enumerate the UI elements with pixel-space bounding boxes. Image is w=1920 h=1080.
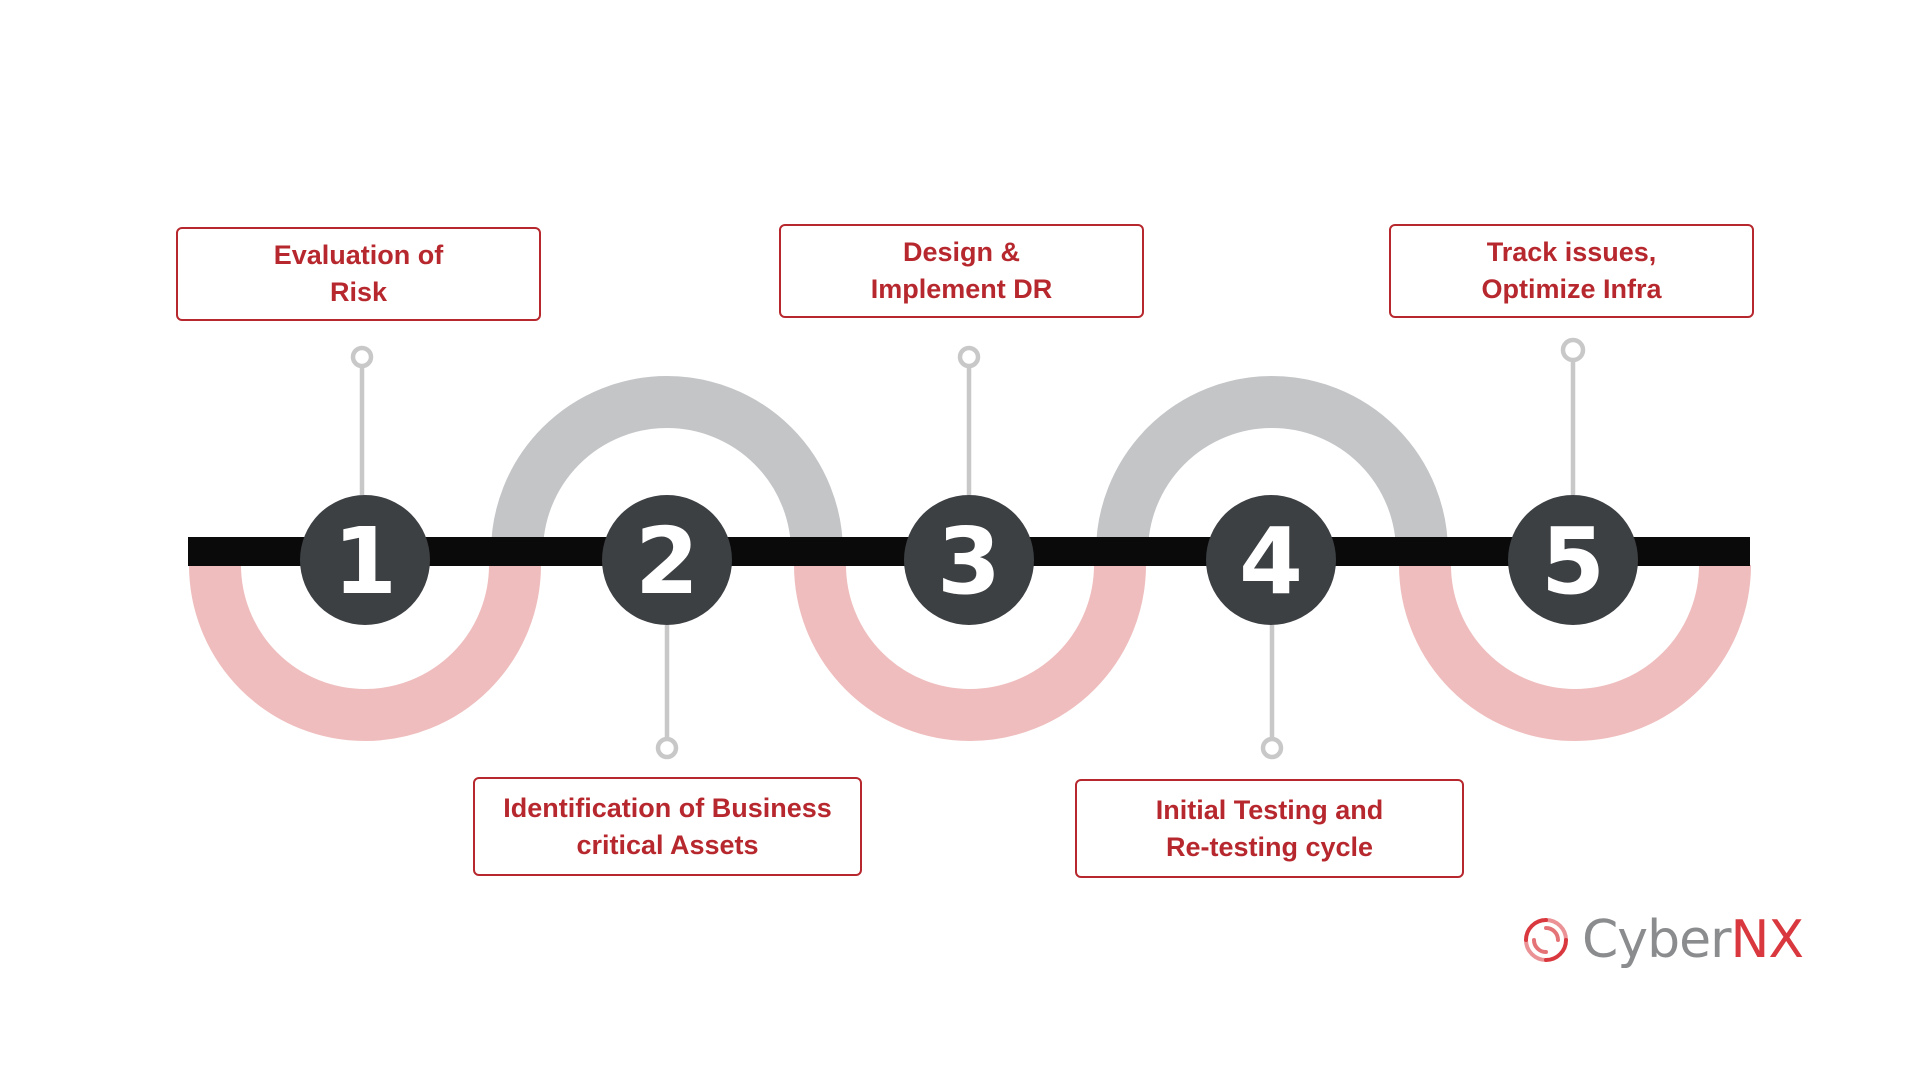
step-label-4: Initial Testing and Re-testing cycle bbox=[1146, 792, 1394, 866]
step-circle-3 bbox=[904, 495, 1034, 625]
arc-upper-2 bbox=[491, 376, 843, 553]
step-label-4-line2: Re-testing cycle bbox=[1165, 831, 1374, 862]
arc-upper-4 bbox=[1096, 376, 1448, 553]
logo-text-nx: NX bbox=[1730, 910, 1804, 970]
step-label-3: Design & Implement DR bbox=[861, 234, 1063, 308]
step-label-5-line1: Track issues, bbox=[1486, 237, 1657, 267]
step-label-2-line1: Identification of Business bbox=[503, 792, 832, 823]
step-circle-1 bbox=[300, 495, 430, 625]
step-number-1: 1 bbox=[333, 508, 397, 615]
connector-dot-2 bbox=[655, 736, 679, 760]
step-label-5-line2: Optimize Infra bbox=[1481, 274, 1662, 304]
step-circle-2 bbox=[602, 495, 732, 625]
step-label-box-2: Identification of Business critical Asse… bbox=[473, 777, 862, 876]
step-number-5: 5 bbox=[1541, 508, 1605, 615]
swirl-logo-icon bbox=[1524, 918, 1568, 962]
logo-wordmark: CyberNX bbox=[1582, 910, 1804, 970]
arc-lower-3 bbox=[794, 564, 1146, 741]
step-label-2: Identification of Business critical Asse… bbox=[493, 790, 842, 864]
step-label-3-line2: Implement DR bbox=[870, 274, 1053, 304]
step-label-3-line1: Design & bbox=[902, 237, 1021, 267]
step-label-box-1: Evaluation of Risk bbox=[176, 227, 541, 321]
step-label-box-4: Initial Testing and Re-testing cycle bbox=[1075, 779, 1464, 878]
step-number-2: 2 bbox=[635, 508, 699, 615]
arc-lower-5 bbox=[1399, 564, 1751, 741]
step-label-1: Evaluation of Risk bbox=[264, 237, 454, 311]
step-label-1-line2: Risk bbox=[329, 277, 388, 307]
cybernx-logo: CyberNX bbox=[1520, 905, 1810, 975]
step-circle-5 bbox=[1508, 495, 1638, 625]
step-circle-4 bbox=[1206, 495, 1336, 625]
logo-text-cyber: Cyber bbox=[1582, 910, 1731, 970]
step-label-4-line1: Initial Testing and bbox=[1155, 794, 1384, 825]
connector-dot-1 bbox=[350, 345, 374, 369]
arc-lower-1 bbox=[189, 564, 541, 741]
connector-dot-4 bbox=[1260, 736, 1284, 760]
connector-dot-5 bbox=[1560, 337, 1586, 363]
step-label-2-line2: critical Assets bbox=[576, 829, 759, 860]
step-label-1-line1: Evaluation of bbox=[273, 240, 444, 270]
step-number-4: 4 bbox=[1239, 508, 1303, 615]
step-number-3: 3 bbox=[937, 508, 1001, 615]
connector-dot-3 bbox=[957, 345, 981, 369]
step-label-box-5: Track issues, Optimize Infra bbox=[1389, 224, 1754, 318]
step-label-box-3: Design & Implement DR bbox=[779, 224, 1144, 318]
step-label-5: Track issues, Optimize Infra bbox=[1471, 234, 1671, 308]
